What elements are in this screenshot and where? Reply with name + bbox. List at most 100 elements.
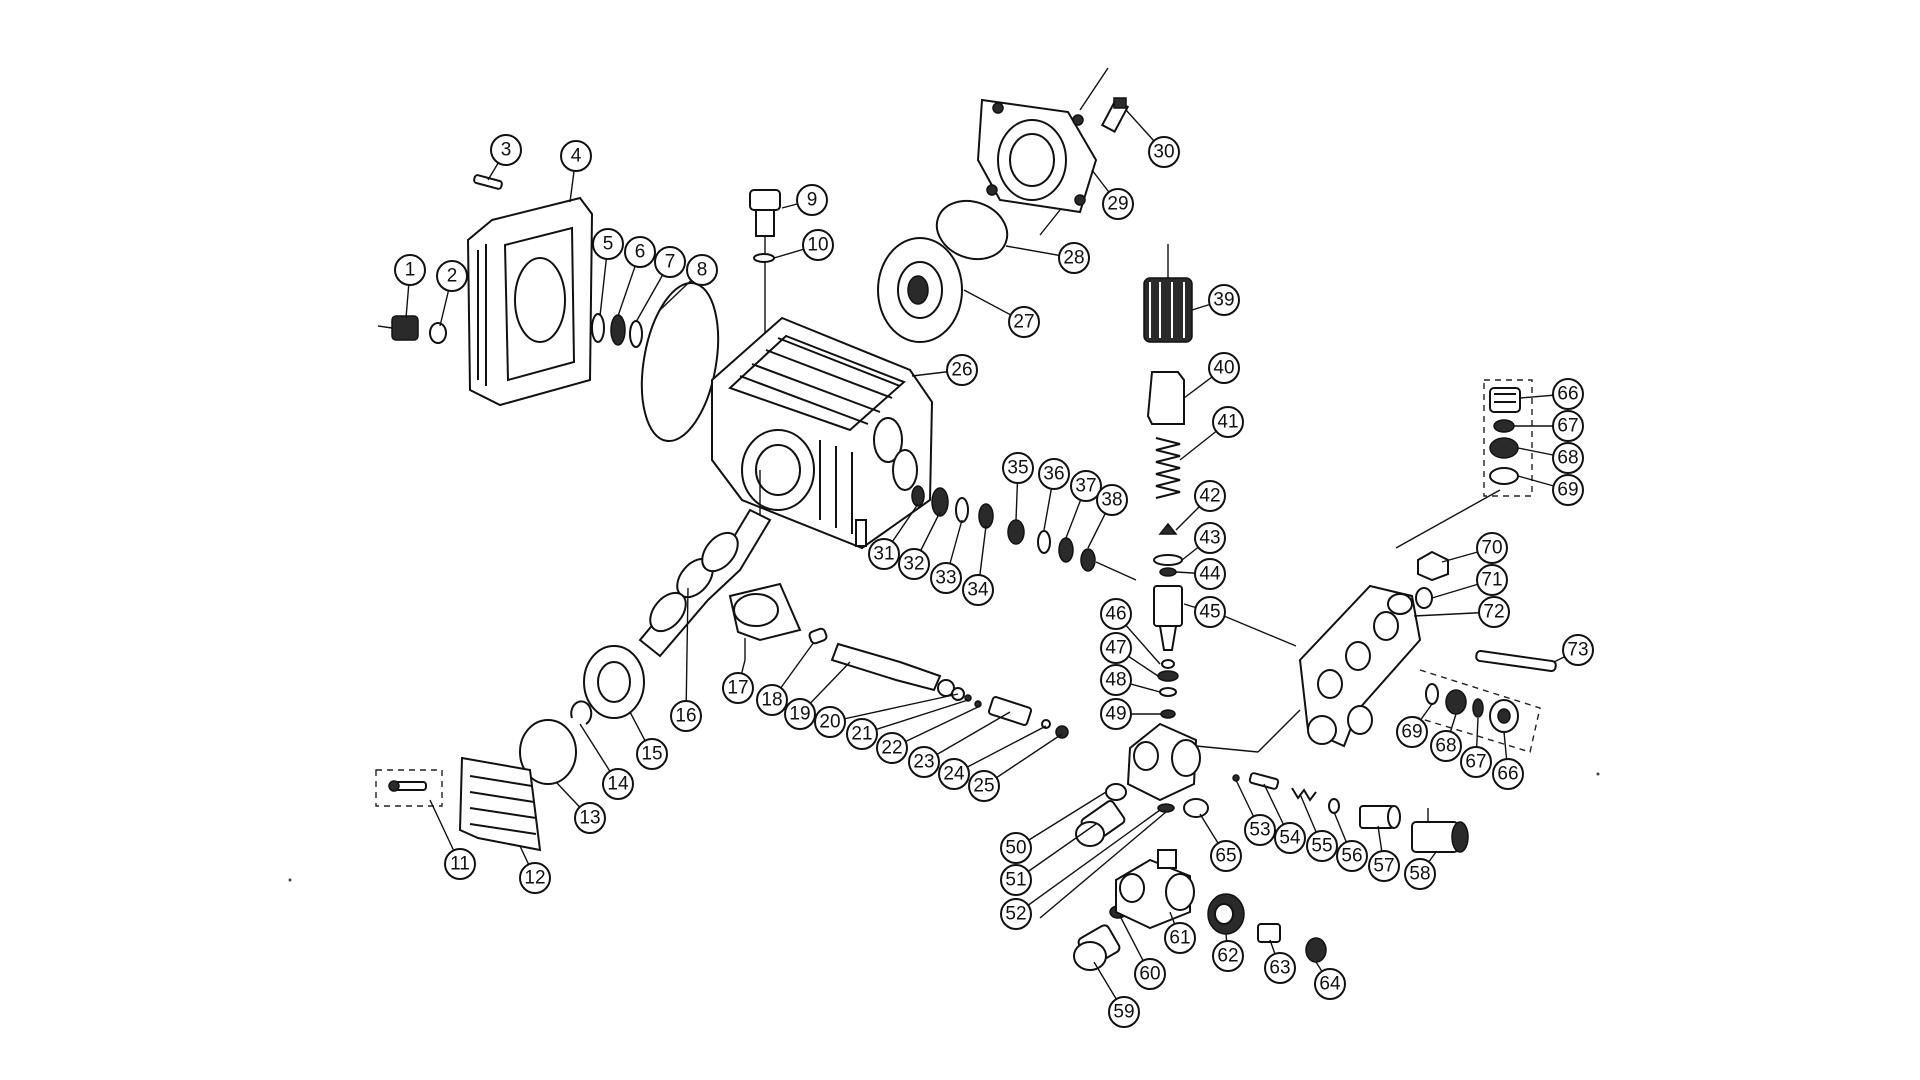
callout-8: 8 — [686, 254, 718, 286]
cover-screw-11 — [388, 780, 427, 792]
callout-29: 29 — [1102, 188, 1134, 220]
callout-circle — [1148, 136, 1180, 168]
callout-leader-21 — [861, 699, 969, 735]
flange-o-ring — [935, 199, 1009, 261]
plug-washer — [429, 322, 447, 344]
callout-50: 50 — [1000, 832, 1032, 864]
valve-67 — [1493, 419, 1515, 433]
leader-45-manifold — [1223, 615, 1297, 647]
callout-circle — [802, 229, 834, 261]
callout-60: 60 — [1134, 958, 1166, 990]
bearing-27 — [877, 237, 963, 343]
callout-leader-20 — [829, 693, 959, 723]
valve-seat-68b — [1445, 689, 1467, 715]
callout-15: 15 — [636, 738, 668, 770]
callout-1: 1 — [394, 254, 426, 286]
callout-number: 29 — [1107, 194, 1128, 215]
leader-49-manifold — [1195, 745, 1259, 753]
callout-46: 46 — [1100, 598, 1132, 630]
callout-circle — [1100, 632, 1132, 664]
callout-number: 68 — [1557, 448, 1578, 469]
callout-number: 58 — [1409, 864, 1430, 885]
fitting-57 — [1359, 805, 1401, 829]
callout-circle — [1244, 814, 1276, 846]
callout-number: 41 — [1217, 412, 1238, 433]
o-ring-69b — [1425, 683, 1439, 705]
ring-47 — [1157, 670, 1179, 682]
mounting-flange — [976, 67, 1109, 236]
flange-bolt — [1100, 97, 1130, 133]
callout-35: 35 — [1002, 452, 1034, 484]
seal-31 — [911, 485, 925, 507]
oil-dipstick — [749, 189, 781, 370]
seal-ring-7 — [629, 320, 643, 348]
callout-number: 51 — [1005, 870, 1026, 891]
plunger-part-24 — [1041, 719, 1051, 729]
callout-leader-23 — [923, 711, 1011, 763]
callout-69: 69 — [1396, 716, 1428, 748]
pin-73 — [1475, 649, 1557, 673]
oil-plug — [377, 315, 419, 341]
callout-circle — [814, 706, 846, 738]
callout-circle — [1430, 730, 1462, 762]
valve-box-upper — [1483, 379, 1533, 497]
callout-circle — [1100, 698, 1132, 730]
callout-52: 52 — [1000, 898, 1032, 930]
callout-circle — [1000, 864, 1032, 896]
callout-number: 4 — [571, 146, 582, 167]
callout-circle — [1264, 952, 1296, 984]
callout-circle — [624, 236, 656, 268]
callout-number: 59 — [1113, 1002, 1134, 1023]
seal-35 — [1007, 519, 1025, 545]
callout-66: 66 — [1552, 378, 1584, 410]
callout-24: 24 — [938, 758, 970, 790]
callout-circle — [1336, 840, 1368, 872]
callout-number: 67 — [1557, 416, 1578, 437]
callout-circle — [1100, 598, 1132, 630]
callout-circle — [574, 802, 606, 834]
callout-circle — [1100, 664, 1132, 696]
callout-circle — [1070, 470, 1102, 502]
callout-circle — [602, 768, 634, 800]
callout-leader-16 — [685, 587, 689, 717]
callout-number: 35 — [1007, 458, 1028, 479]
callout-25: 25 — [968, 770, 1000, 802]
callout-circle — [1096, 484, 1128, 516]
callout-58: 58 — [1404, 858, 1436, 890]
screw-box-11 — [375, 769, 443, 807]
callout-circle — [1396, 716, 1428, 748]
leader-manifold-down — [1257, 709, 1301, 753]
callout-number: 30 — [1153, 142, 1174, 163]
o-ring-13 — [519, 719, 577, 785]
ring-48 — [1159, 687, 1177, 697]
wrist-pin — [808, 627, 828, 645]
callout-number: 39 — [1213, 290, 1234, 311]
tee-61 — [1115, 849, 1195, 930]
callout-number: 47 — [1105, 638, 1126, 659]
manifold-head — [1298, 584, 1422, 748]
callout-14: 14 — [602, 768, 634, 800]
callout-circle — [846, 718, 878, 750]
callout-circle — [1000, 832, 1032, 864]
callout-12: 12 — [519, 862, 551, 894]
o-ring-44 — [1159, 567, 1177, 577]
stray-dot — [288, 878, 292, 882]
fitting-59 — [1073, 924, 1121, 971]
callout-number: 12 — [524, 868, 545, 889]
callout-circle — [1208, 284, 1240, 316]
callout-10: 10 — [802, 229, 834, 261]
callout-66: 66 — [1492, 758, 1524, 790]
washer-56 — [1328, 798, 1340, 814]
plunger-part-22 — [974, 700, 982, 708]
callout-circle — [592, 228, 624, 260]
nut-62 — [1207, 893, 1245, 935]
seal-34 — [978, 503, 994, 529]
callout-17: 17 — [722, 672, 754, 704]
callout-number: 67 — [1465, 752, 1486, 773]
callout-circle — [1002, 452, 1034, 484]
callout-number: 10 — [807, 235, 828, 256]
callout-62: 62 — [1212, 940, 1244, 972]
oil-seal-6 — [610, 314, 626, 346]
callout-45: 45 — [1194, 596, 1226, 628]
